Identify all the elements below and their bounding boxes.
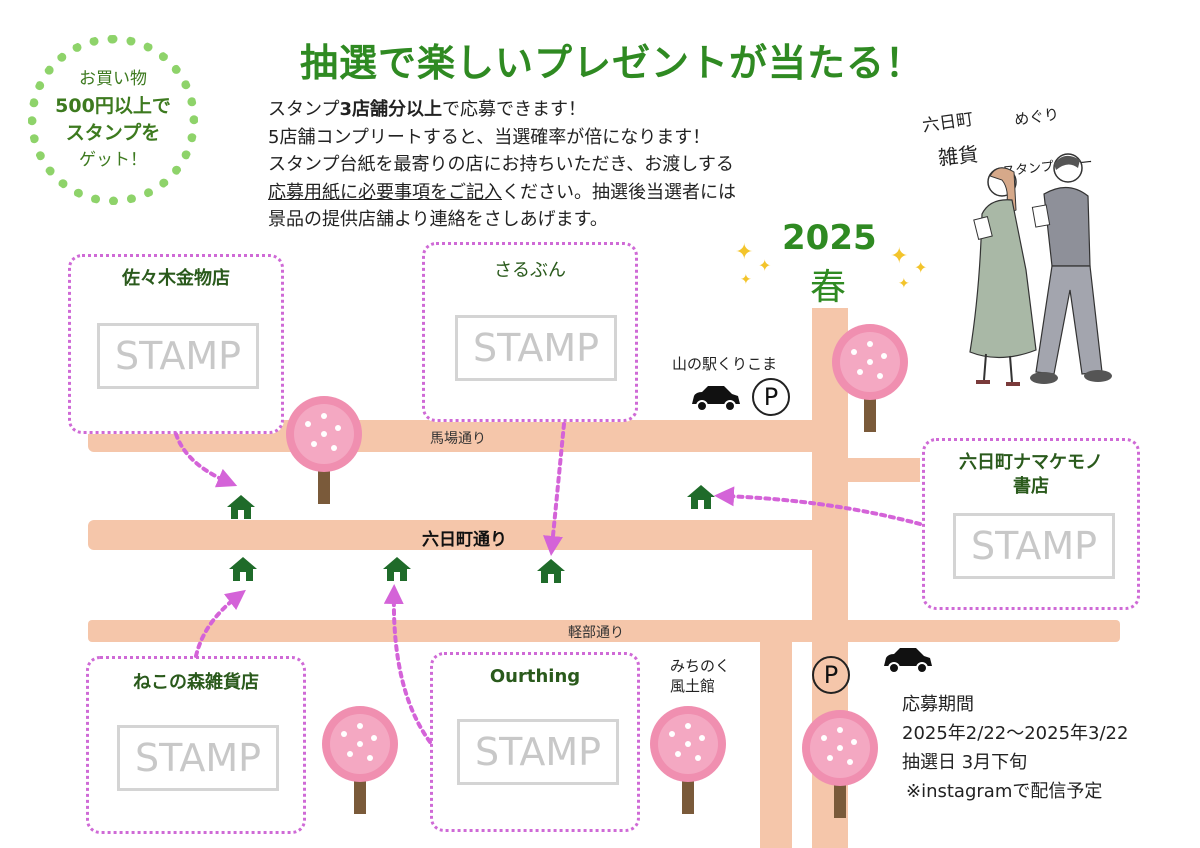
shop-location-icon — [227, 495, 255, 519]
info-line-1c: で応募できます！ — [442, 99, 586, 120]
info-line-1b: 3店舗分以上 — [339, 99, 442, 120]
info-line-4a: 応募用紙に必要事項をご記入 — [268, 181, 502, 203]
sparkle-icon: ✦ — [890, 244, 909, 269]
sparkle-icon: ✦ — [914, 258, 928, 277]
road-vertical-lower — [760, 640, 792, 848]
car-icon — [692, 386, 740, 412]
arrow-sasaki — [174, 432, 238, 488]
cherry-tree-icon — [832, 324, 908, 432]
landmark-yamanoeki: 山の駅くりこま — [672, 355, 778, 373]
arrow-sarubun — [543, 422, 566, 556]
stamp-box-nekonomori: STAMP — [117, 725, 279, 791]
stamp-box-namakemono: STAMP — [953, 513, 1115, 579]
road-label-baba: 馬場通り — [430, 431, 486, 447]
road-karube — [88, 620, 1120, 642]
cherry-tree-icon — [286, 396, 362, 504]
season-label: 春 — [810, 267, 847, 308]
landmark-michinoku-1: みちのく — [670, 657, 731, 675]
badge-line-4: ゲット！ — [79, 150, 147, 170]
shop-name-sasaki: 佐々木金物店 — [122, 268, 230, 289]
period-title: 応募期間 — [902, 694, 974, 715]
shop-card-nekonomori: ねこの森雑貨店 STAMP — [86, 656, 306, 834]
announcement-note: ※instagramで配信予定 — [906, 781, 1103, 802]
stamp-box-ourthing: STAMP — [457, 719, 619, 785]
sparkle-icon: ✦ — [758, 256, 772, 275]
arrow-ourthing — [383, 584, 432, 744]
stamp-box-sarubun: STAMP — [455, 315, 617, 381]
shop-name-sarubun: さるぶん — [494, 260, 566, 281]
sparkle-icon: ✦ — [740, 272, 752, 288]
info-line-5: 景品の提供店舗より連絡をさしあげます。 — [268, 209, 608, 230]
walking-couple-illustration — [969, 153, 1112, 386]
stamp-box-sasaki: STAMP — [97, 323, 259, 389]
shop-location-icon — [383, 557, 411, 581]
badge-line-2: 500円以上で — [55, 95, 171, 117]
cherry-tree-icon — [322, 706, 398, 814]
shop-name-ourthing: Ourthing — [489, 666, 581, 687]
parking-icon: P — [752, 378, 790, 416]
shop-name-namakemono-2: 書店 — [1013, 476, 1049, 497]
shop-location-icon — [537, 559, 565, 583]
cherry-tree-icon — [802, 710, 878, 818]
shop-name-namakemono-1: 六日町ナマケモノ — [959, 452, 1103, 473]
stamp-condition-badge: お買い物 500円以上で スタンプを ゲット！ — [28, 35, 198, 205]
road-label-muikamachi: 六日町通り — [422, 530, 507, 550]
arrow-namakemono — [714, 486, 922, 526]
info-line-1a: スタンプ — [268, 99, 340, 120]
shop-card-namakemono: 六日町ナマケモノ 書店 STAMP — [922, 438, 1140, 610]
road-label-karube: 軽部通り — [568, 625, 624, 641]
shop-location-icon — [687, 485, 715, 509]
road-muikamachi — [88, 520, 818, 550]
info-line-1: スタンプ3店舗分以上で応募できます！ — [268, 96, 736, 124]
shop-card-sasaki: 佐々木金物店 STAMP — [68, 254, 284, 434]
year-label: 2025 — [782, 218, 877, 258]
road-spur-right — [848, 458, 920, 482]
page-title: 抽選で楽しいプレゼントが当たる！ — [300, 41, 925, 85]
sparkle-icon: ✦ — [735, 240, 754, 265]
info-line-4b: ください。抽選後当選者には — [502, 181, 736, 203]
parking-icon: P — [812, 656, 850, 694]
shop-card-sarubun: さるぶん STAMP — [422, 242, 638, 422]
shop-card-ourthing: Ourthing STAMP — [430, 652, 640, 832]
shop-location-icon — [229, 557, 257, 581]
info-line-3: スタンプ台紙を最寄りの店にお持ちいただき、お渡しする — [268, 154, 734, 175]
draw-date: 抽選日 3月下旬 — [902, 752, 1028, 773]
badge-line-1: お買い物 — [79, 69, 147, 89]
arrow-nekonomori — [194, 589, 246, 658]
instructions-text: スタンプ3店舗分以上で応募できます！ 5店舗コンプリートすると、当選確率が倍にな… — [268, 96, 736, 234]
landmark-michinoku-2: 風土館 — [670, 677, 716, 695]
shop-name-nekonomori: ねこの森雑貨店 — [133, 672, 259, 693]
car-icon — [884, 648, 932, 674]
period-range: 2025年2/22〜2025年3/22 — [902, 723, 1129, 744]
info-line-2: 5店舗コンプリートすると、当選確率が倍になります！ — [268, 126, 711, 148]
application-period: 応募期間 2025年2/22〜2025年3/22 抽選日 3月下旬 ※insta… — [902, 690, 1128, 806]
info-line-4: 応募用紙に必要事項をご記入ください。抽選後当選者には — [268, 179, 736, 207]
sparkle-icon: ✦ — [898, 276, 910, 292]
badge-line-3: スタンプを — [65, 122, 161, 144]
cherry-tree-icon — [650, 706, 726, 814]
